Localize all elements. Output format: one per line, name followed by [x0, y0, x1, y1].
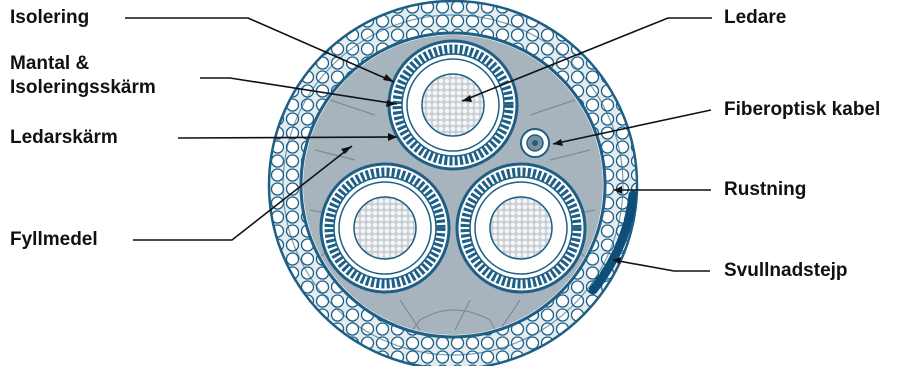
label-svullnadstejp: Svullnadstejp: [724, 258, 848, 284]
label-ledare: Ledare: [724, 5, 786, 31]
leader-ledarskarm: [178, 137, 397, 138]
label-fiberoptisk: Fiberoptisk kabel: [724, 97, 880, 123]
label-ledarskarm: Ledarskärm: [10, 125, 118, 151]
label-mantal-line1: Mantal &: [10, 52, 156, 76]
label-mantal-line2: Isoleringsskärm: [10, 76, 156, 100]
core-top: [389, 41, 517, 169]
label-rustning: Rustning: [724, 177, 806, 203]
core-bottom-left: [321, 164, 449, 292]
fiber-optic-element: [521, 129, 549, 157]
leader-svullnadstejp: [613, 260, 710, 271]
label-fyllmedel: Fyllmedel: [10, 227, 98, 253]
label-isolering: Isolering: [10, 5, 89, 31]
label-mantal: Mantal & Isoleringsskärm: [10, 52, 156, 100]
core-bottom-right: [457, 164, 585, 292]
